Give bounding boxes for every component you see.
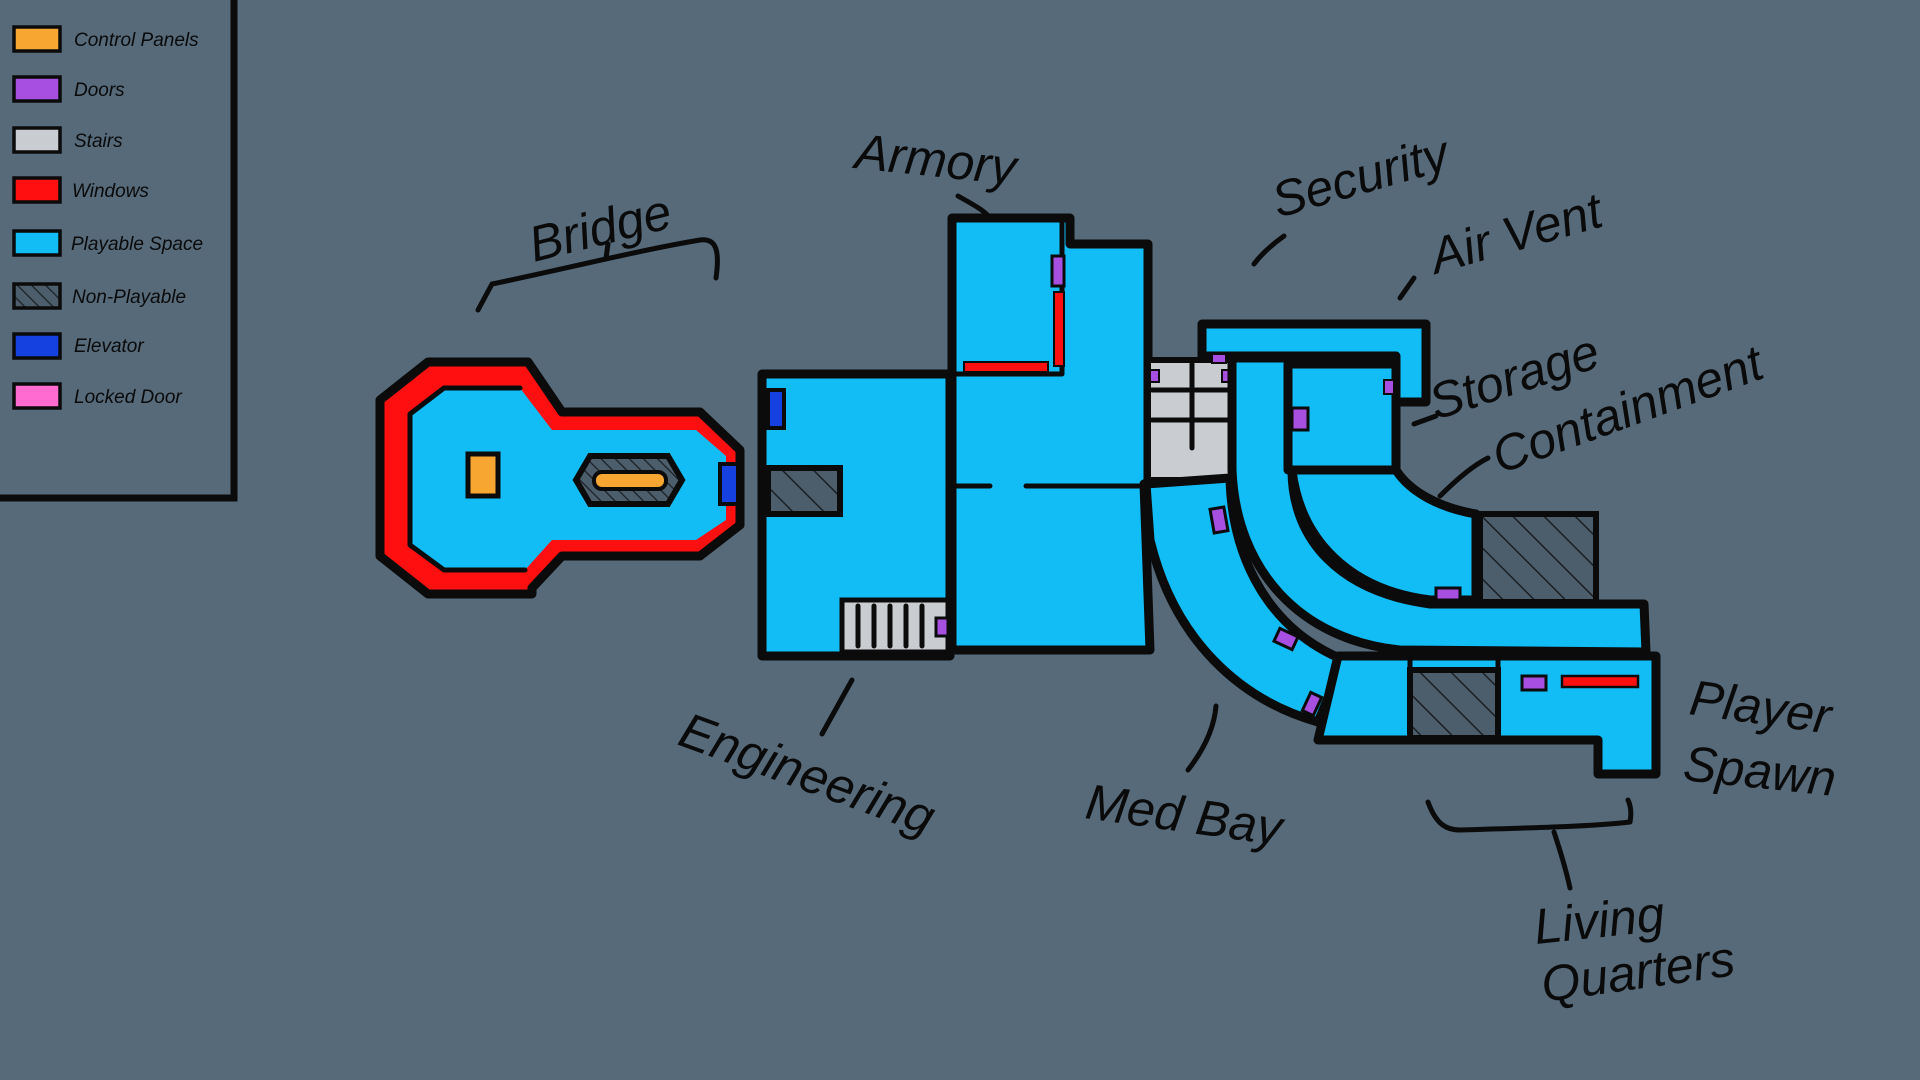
storage-door-right <box>1383 379 1395 395</box>
bridge-bracket-tick <box>603 241 611 261</box>
bridge-floor <box>410 388 726 570</box>
storage-leader <box>1411 413 1439 427</box>
med-bay-door-low <box>1300 690 1324 718</box>
engineering-leader <box>819 677 855 737</box>
security-room <box>1145 319 1431 483</box>
label-armory: Armory <box>850 123 1022 196</box>
bridge-inner-outline <box>407 385 528 573</box>
security-leader <box>1251 233 1287 267</box>
med-bay-door-mid <box>1271 626 1301 652</box>
living-quarters-bracket-tick <box>1551 829 1573 891</box>
legend-label-non-playable: Non-Playable <box>72 287 186 308</box>
engineering-stair-steps <box>855 603 925 649</box>
legend-item-locked-door: Locked Door <box>12 382 182 410</box>
legend-item-stairs: Stairs <box>12 126 123 154</box>
door-swatch <box>12 75 62 103</box>
air-vent-leader <box>1397 275 1417 301</box>
legend-item-non-playable: Non-Playable <box>12 282 186 310</box>
player-spawn-window <box>1560 674 1640 689</box>
legend-label-elevator: Elevator <box>74 336 144 357</box>
containment-lobby <box>1287 465 1481 605</box>
legend-label-windows: Windows <box>72 181 149 202</box>
med-bay-door-top <box>1208 505 1230 535</box>
engineering-room <box>757 369 955 661</box>
bridge-control-panel <box>465 451 501 499</box>
containment-non-playable <box>1477 511 1599 605</box>
label-med-bay: Med Bay <box>1082 773 1288 856</box>
bridge-bracket <box>475 237 720 313</box>
living-quarters-door <box>1520 674 1548 692</box>
armory-leader <box>955 193 993 221</box>
legend: Control Panels Doors Stairs Windows Play… <box>0 0 238 502</box>
bridge-room <box>375 357 745 599</box>
label-player-spawn-line2: Spawn <box>1681 735 1839 807</box>
security-stair-lines <box>1149 361 1231 451</box>
legend-label-control-panels: Control Panels <box>74 30 199 51</box>
legend-item-windows: Windows <box>12 176 149 204</box>
non-playable-swatch <box>12 282 62 310</box>
containment-leader <box>1437 455 1491 499</box>
containment-door <box>1434 586 1462 602</box>
living-quarters-bracket <box>1425 797 1634 833</box>
legend-item-playable-space: Playable Space <box>12 229 203 257</box>
label-engineering: Engineering <box>672 702 942 846</box>
security-door-left <box>1149 369 1160 383</box>
label-security: Security <box>1266 124 1458 228</box>
legend-item-control-panels: Control Panels <box>12 25 199 53</box>
armory-room <box>947 213 1155 655</box>
legend-label-playable-space: Playable Space <box>71 234 203 255</box>
window-swatch <box>12 176 62 204</box>
legend-item-elevator: Elevator <box>12 332 144 360</box>
playable-space-swatch <box>12 229 62 257</box>
legend-label-stairs: Stairs <box>74 131 123 152</box>
engineering-door <box>934 616 950 638</box>
label-living-quarters-line1: Living <box>1531 886 1667 955</box>
legend-label-locked-door: Locked Door <box>74 387 182 408</box>
engineering-elevator <box>766 388 786 430</box>
armory-window-horizontal <box>963 361 1049 373</box>
security-door-top <box>1211 353 1227 364</box>
legend-label-doors: Doors <box>74 80 125 101</box>
living-quarters-walls <box>1315 653 1501 743</box>
armory-door <box>1050 254 1066 288</box>
living-quarters-non-playable <box>1407 667 1501 741</box>
living-quarters-room <box>1313 651 1661 779</box>
stairs-swatch <box>12 126 62 154</box>
med-bay-leader <box>1185 703 1219 773</box>
legend-border <box>0 0 238 502</box>
bridge-console-panel <box>592 470 668 491</box>
label-player-spawn-line1: Player <box>1686 669 1836 745</box>
armory-window-vertical <box>1053 291 1065 367</box>
engineering-non-playable-block <box>765 465 843 517</box>
control-panel-swatch <box>12 25 62 53</box>
locked-door-swatch <box>12 382 62 410</box>
legend-item-doors: Doors <box>12 75 125 103</box>
elevator-swatch <box>12 332 62 360</box>
annotation-lines <box>475 193 1634 891</box>
label-air-vent: Air Vent <box>1421 182 1611 286</box>
storage-door-left <box>1290 406 1310 432</box>
bridge-elevator <box>718 462 740 506</box>
containment-room <box>1227 353 1651 657</box>
